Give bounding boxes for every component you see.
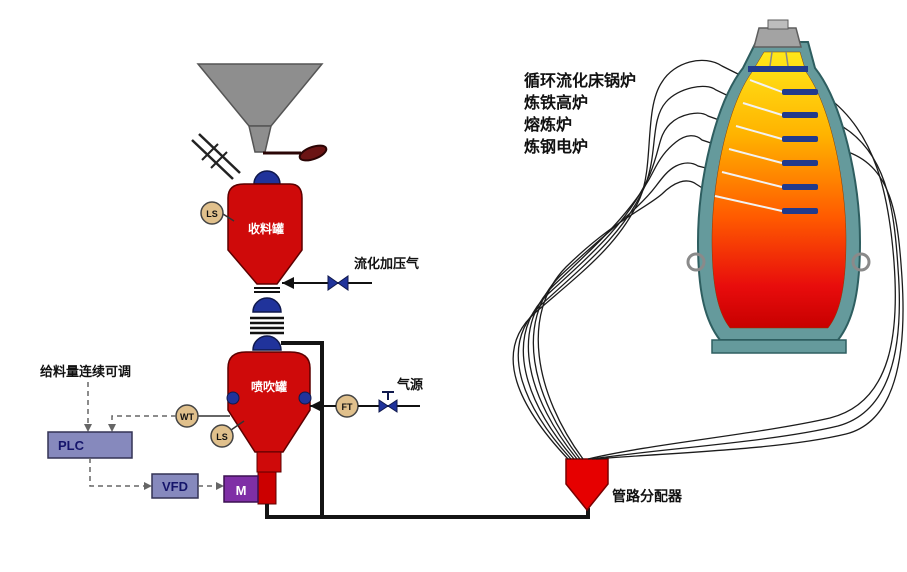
plc-label: PLC <box>58 438 85 453</box>
application-item-2: 炼铁高炉 <box>524 93 588 112</box>
feed-note-label: 给料量连续可调 <box>40 364 131 379</box>
nozzle-left-icon <box>226 391 240 405</box>
source-valve-right-icon <box>387 399 398 413</box>
inlet-flange-tick-2 <box>210 151 228 169</box>
gas-valve-right-icon <box>337 275 349 291</box>
injection-pipe-5 <box>532 162 723 460</box>
application-list: 循环流化床锅炉 炼铁高炉 熔炼炉 炼钢电炉 <box>524 71 636 156</box>
gas-source-line: 气源 <box>310 377 423 413</box>
gas-source-label: 气源 <box>397 377 423 392</box>
wt-label: WT <box>180 412 194 422</box>
arrow-right-icon <box>144 482 152 490</box>
transfer-line <box>250 287 284 351</box>
lance-5 <box>721 171 783 188</box>
furnace-pedestal <box>711 339 847 354</box>
inlet-flange-tick <box>201 143 219 161</box>
throat-line <box>769 51 773 67</box>
source-valve-left-icon <box>378 399 389 413</box>
level-switch-bottom-icon <box>210 424 234 448</box>
lance-1 <box>749 79 783 93</box>
tuyere-bar-1 <box>782 89 818 95</box>
tuyere-bar-6 <box>782 208 818 214</box>
ls-top-label: LS <box>206 209 218 219</box>
tuyere-bar-5 <box>782 184 818 190</box>
furnace-interior <box>711 51 847 329</box>
gas-valve-left-icon <box>327 275 339 291</box>
tank-outlet-stem <box>256 451 282 473</box>
application-item-3: 熔炼炉 <box>524 115 572 134</box>
motor-box <box>223 475 259 503</box>
handwheel-icon <box>298 144 328 162</box>
arrow-down-icon <box>84 424 92 432</box>
motor-label: M <box>236 483 247 498</box>
lance-4 <box>728 148 783 164</box>
side-ring-right-icon <box>851 252 871 272</box>
pipe-distributor: 管路分配器 <box>565 458 683 512</box>
tuyere-bar-4 <box>782 160 818 166</box>
hopper-funnel <box>196 63 324 127</box>
application-item-4: 炼钢电炉 <box>524 137 588 156</box>
plc-vfd-link <box>89 458 144 487</box>
receiving-tank-body <box>227 183 303 285</box>
injection-tank-label: 喷吹罐 <box>251 379 287 394</box>
bottom-run-pipe <box>265 508 590 519</box>
distributor-body <box>565 458 609 512</box>
ft-label: FT <box>342 402 353 412</box>
gas-arrow-icon <box>310 400 322 412</box>
injection-tank: 喷吹罐 <box>226 351 312 505</box>
arrow-down-icon-2 <box>108 424 116 432</box>
injection-pipe-2 <box>517 85 744 460</box>
injection-pipe-3 <box>522 112 737 460</box>
injection-pipe-9 <box>595 151 904 460</box>
fluidizing-gas-label: 流化加压气 <box>354 256 419 271</box>
dome-valve-upper-icon <box>252 297 282 313</box>
hopper-stem <box>248 125 272 153</box>
control-system: 给料量连续可调 PLC VFD M <box>40 364 259 503</box>
dome-valve-lower-icon <box>252 335 282 351</box>
throat-damper <box>748 66 808 72</box>
inlet-pipe-line <box>191 139 234 180</box>
ls-bottom-lead <box>230 420 245 431</box>
application-item-1: 循环流化床锅炉 <box>524 71 636 90</box>
distributor-label: 管路分配器 <box>612 488 683 504</box>
furnace <box>686 19 871 354</box>
plc-box <box>47 431 133 459</box>
rotary-feeder <box>257 471 277 505</box>
injection-pipe-4 <box>527 135 730 460</box>
ls-bottom-label: LS <box>216 432 228 442</box>
lance-2 <box>742 102 783 116</box>
manual-valve <box>263 144 328 162</box>
receiving-tank: 收料罐 LS <box>200 170 303 285</box>
level-switch-top-icon <box>200 201 224 225</box>
main-conveying-pipe <box>265 341 590 519</box>
injection-pipe-7 <box>587 95 896 460</box>
lance-3 <box>735 125 783 140</box>
cap-vent <box>767 19 789 30</box>
pipe-bundle <box>512 59 904 460</box>
receiving-tank-label: 收料罐 <box>248 221 284 236</box>
feed-hopper <box>196 63 324 153</box>
throat-line-2 <box>785 51 789 67</box>
flow-arrow-icon <box>282 277 294 289</box>
nozzle-right-icon <box>298 391 312 405</box>
side-ring-left-icon <box>686 252 706 272</box>
inlet-pipe-line-2 <box>198 133 241 174</box>
dome-valve-top-icon <box>253 170 281 185</box>
arrow-right-icon-2 <box>216 482 224 490</box>
injection-pipe-6 <box>537 180 716 460</box>
injection-pipe-1 <box>512 59 751 460</box>
fluidizing-gas-line: 流化加压气 <box>282 256 419 291</box>
injection-tank-body <box>227 351 311 453</box>
vfd-label: VFD <box>162 479 188 494</box>
tuyere-bar-3 <box>782 136 818 142</box>
wt-plc-link <box>111 415 176 424</box>
riser-pipe <box>281 341 324 517</box>
ls-top-lead <box>222 213 235 222</box>
inlet-pipe <box>191 133 241 180</box>
furnace-cap <box>753 27 802 48</box>
tuyere-bar-2 <box>782 112 818 118</box>
lance-6 <box>714 195 783 212</box>
